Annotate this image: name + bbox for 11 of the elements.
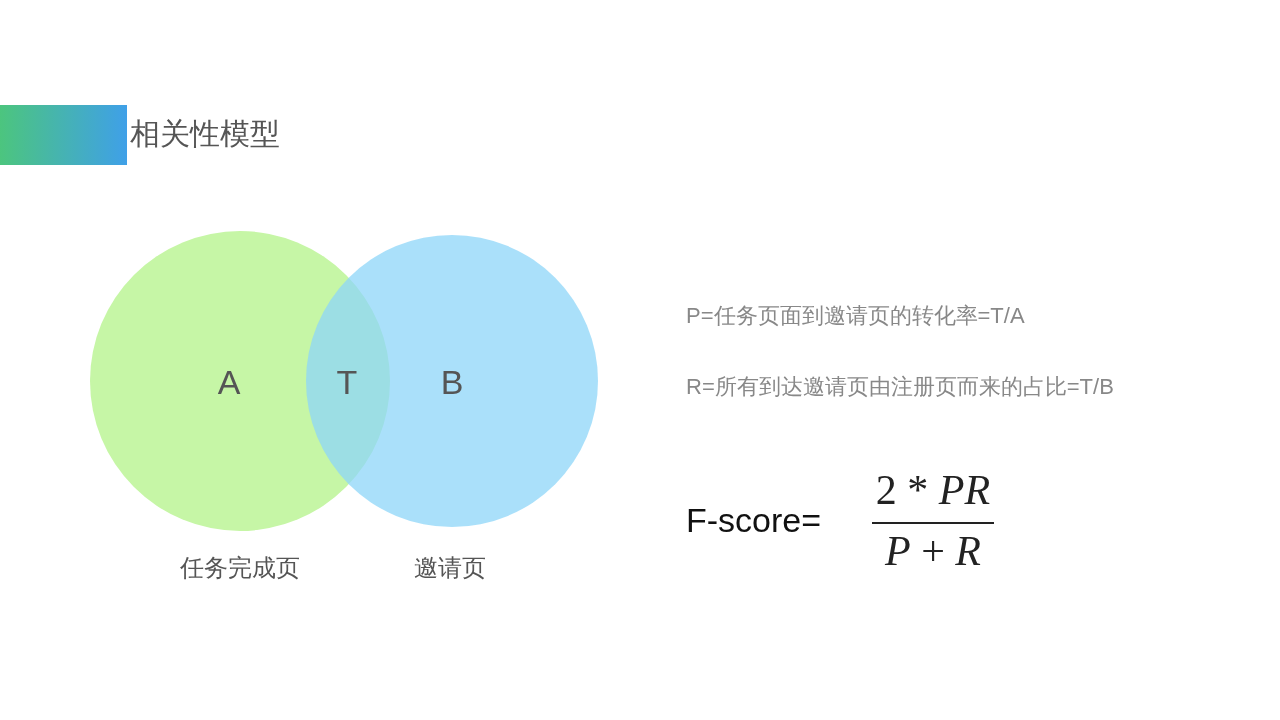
formula-label: F-score= — [686, 500, 822, 540]
set-letter: A — [217, 362, 241, 402]
slide-title: 相关性模型 — [130, 116, 280, 152]
set-caption: 任务完成页 — [180, 553, 300, 583]
fraction-denominator: P + R — [885, 527, 981, 575]
set-caption: 邀请页 — [414, 553, 486, 583]
formula-definition: P=任务页面到邀请页的转化率=T/A — [686, 302, 1025, 330]
formula-definition: R=所有到达邀请页由注册页而来的占比=T/B — [686, 373, 1114, 401]
intersection-letter: T — [336, 362, 358, 402]
set-letter: B — [440, 362, 464, 402]
fraction-numerator: 2 *PR — [875, 466, 991, 514]
